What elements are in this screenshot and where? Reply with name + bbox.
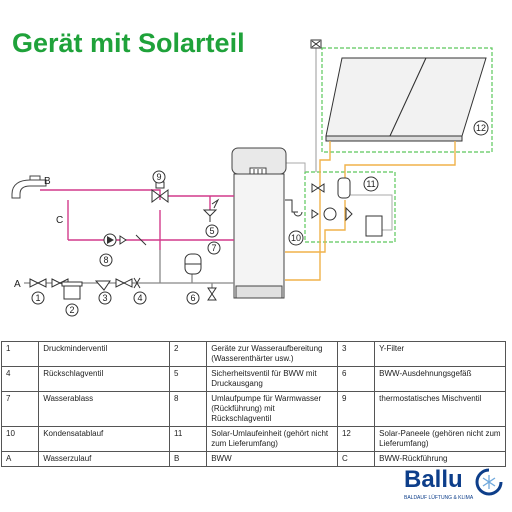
legend-number: C [336, 451, 376, 467]
component-number-6: 6 [186, 291, 200, 305]
legend-text: Solar-Paneele (gehören nicht zum Lieferu… [374, 426, 506, 452]
legend-text: Wasserzulauf [38, 451, 170, 467]
legend-text: BWW-Rückführung [374, 451, 506, 467]
legend-text: BWW-Ausdehnungsgefäß [374, 366, 506, 392]
legend-table: 1 Druckminderventil 2 Geräte zur Wassera… [0, 341, 506, 467]
component-number-12: 12 [473, 120, 489, 136]
component-number-9: 9 [152, 170, 166, 184]
legend-number: 8 [168, 391, 208, 427]
legend-text: thermostatisches Mischventil [374, 391, 506, 427]
legend-number: 9 [336, 391, 376, 427]
legend-row: 4 Rückschlagventil 5 Sicherheitsventil f… [0, 366, 506, 392]
solar-station-boundary [304, 171, 396, 243]
component-number-2: 2 [65, 303, 79, 317]
legend-number: 2 [168, 341, 208, 367]
pressure-reducer-1 [29, 278, 47, 288]
drain-valve-7 [207, 287, 217, 301]
svg-text:4: 4 [137, 293, 142, 303]
svg-text:9: 9 [156, 172, 161, 182]
legend-text: Wasserablass [38, 391, 170, 427]
expansion-vessel-6 [184, 253, 202, 275]
legend-row: 7 Wasserablass 8 Umlaufpumpe für Warmwas… [0, 391, 506, 427]
legend-text: Geräte zur Wasseraufbereitung (Wasserent… [206, 341, 338, 367]
legend-row: 10 Kondensatablauf 11 Solar-Umlaufeinhei… [0, 426, 506, 452]
legend-number: 7 [0, 391, 40, 427]
hot-water-pipes [40, 189, 234, 250]
line-letter-c: C [56, 215, 63, 226]
valve-right [115, 278, 133, 288]
legend-number: 11 [168, 426, 208, 452]
legend-text: Kondensatablauf [38, 426, 170, 452]
legend-number: B [168, 451, 208, 467]
logo-snowflake-icon [475, 468, 503, 496]
legend-number: 6 [336, 366, 376, 392]
condensate-drain-10 [285, 199, 303, 217]
legend-number: 12 [336, 426, 376, 452]
component-number-4: 4 [133, 291, 147, 305]
svg-text:12: 12 [476, 123, 486, 133]
component-number-11: 11 [363, 176, 379, 192]
ballu-logo: Ballu BALDAUF LÜFTUNG & KLIMA [400, 466, 508, 510]
line-letter-a: A [14, 279, 21, 290]
legend-number: 5 [168, 366, 208, 392]
svg-text:8: 8 [103, 255, 108, 265]
legend-row: A Wasserzulauf B BWW C BWW-Rückführung [0, 451, 506, 467]
legend-text: Rückschlagventil [38, 366, 170, 392]
component-number-7: 7 [207, 241, 221, 255]
legend-number: 10 [0, 426, 40, 452]
svg-text:2: 2 [69, 305, 74, 315]
solar-station-11 [311, 177, 383, 237]
component-number-5: 5 [205, 224, 219, 238]
tap-icon [11, 175, 47, 199]
legend-text: Y-Filter [374, 341, 506, 367]
legend-text: Solar-Umlaufeinheit (gehört nicht zum Li… [206, 426, 338, 452]
solar-panels [325, 57, 487, 142]
legend-text: Umlaufpumpe für Warmwasser (Rückführung)… [206, 391, 338, 427]
legend-text: Sicherheitsventil für BWW mit Druckausga… [206, 366, 338, 392]
svg-text:7: 7 [211, 243, 216, 253]
line-letter-b: B [44, 176, 51, 187]
installation-diagram: 1 2 3 4 5 6 7 8 9 10 11 12 [11, 39, 493, 317]
component-number-8: 8 [99, 253, 113, 267]
component-number-10: 10 [288, 230, 304, 246]
heating-pipes [285, 162, 393, 231]
svg-text:10: 10 [291, 233, 301, 243]
svg-text:3: 3 [102, 293, 107, 303]
svg-text:1: 1 [35, 293, 40, 303]
circulation-pump-8 [103, 233, 147, 247]
solar-circuit-pipes [285, 141, 456, 281]
logo-brand: Ballu [404, 466, 463, 493]
component-number-1: 1 [31, 291, 45, 305]
legend-number: A [0, 451, 40, 467]
legend-number: 4 [0, 366, 40, 392]
heat-pump-unit [231, 147, 287, 299]
legend-number: 1 [0, 341, 40, 367]
water-treatment-2 [61, 281, 83, 300]
solar-panel-boundary [321, 47, 493, 153]
legend-number: 3 [336, 341, 376, 367]
component-number-3: 3 [98, 291, 112, 305]
logo-tagline: BALDAUF LÜFTUNG & KLIMA [404, 495, 474, 501]
legend-text: Druckminderventil [38, 341, 170, 367]
y-filter-3 [94, 280, 111, 291]
legend-row: 1 Druckminderventil 2 Geräte zur Wassera… [0, 341, 506, 367]
check-valve-4 [133, 277, 141, 289]
legend-text: BWW [206, 451, 338, 467]
svg-text:5: 5 [209, 226, 214, 236]
page-title: Gerät mit Solarteil [12, 28, 245, 58]
safety-valve-5 [202, 198, 220, 222]
svg-text:11: 11 [366, 179, 375, 189]
svg-text:6: 6 [190, 293, 195, 303]
